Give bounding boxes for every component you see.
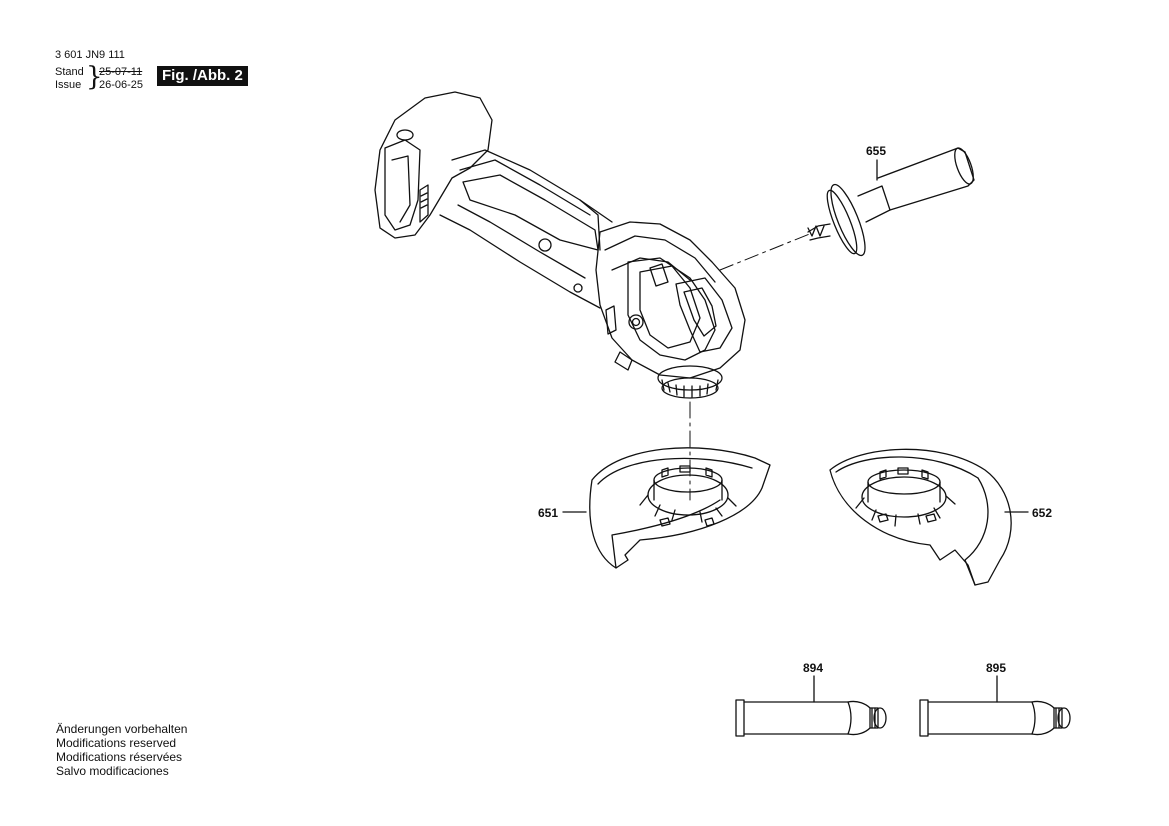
note-spanish: Salvo modificaciones: [56, 764, 169, 778]
tube-894-drawing: [735, 699, 887, 737]
part-number-651: 651: [538, 506, 558, 520]
modification-notes: Änderungen vorbehalten Modifications res…: [56, 722, 187, 778]
document-number: 3 601 JN9 111: [55, 49, 125, 61]
superseded-date: 25-07-11: [99, 66, 143, 78]
angle-grinder-drawing: [374, 91, 746, 399]
part-number-894: 894: [803, 661, 823, 675]
current-date: 26-06-25: [99, 79, 144, 91]
tube-895-drawing: [919, 699, 1071, 737]
note-german: Änderungen vorbehalten: [56, 722, 188, 736]
guard-652-drawing: [829, 448, 1012, 586]
part-number-652: 652: [1032, 506, 1052, 520]
note-english: Modifications reserved: [56, 736, 177, 750]
guard-651-drawing: [589, 447, 771, 569]
part-number-655: 655: [866, 144, 886, 158]
note-french: Modifications réservées: [56, 750, 183, 764]
figure-label: Fig. /Abb. 2: [157, 66, 248, 86]
auxiliary-handle-drawing: [807, 147, 975, 257]
issue-label: Issue: [55, 79, 82, 91]
part-number-895: 895: [986, 661, 1006, 675]
stand-label: Stand: [55, 66, 84, 78]
brace-icon: }: [86, 62, 103, 92]
